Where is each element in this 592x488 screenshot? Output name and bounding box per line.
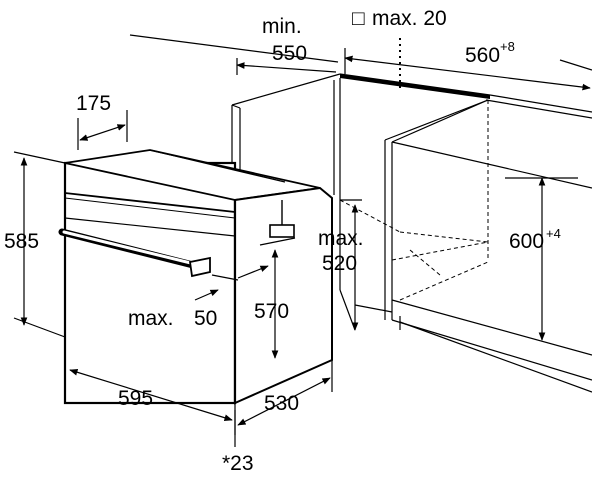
label-600-sup: +4	[546, 226, 561, 241]
dimension-labels: min. 550 □ max. 20 560 +8 175 585 600 +4…	[4, 7, 561, 475]
label-max-520-line1: max.	[318, 227, 364, 250]
label-550: 550	[272, 42, 307, 65]
label-min: min.	[262, 15, 302, 38]
label-560: 560	[465, 44, 500, 67]
label-max-50-prefix: max.	[128, 307, 174, 330]
label-595: 595	[118, 387, 153, 410]
label-max-50-value: 50	[194, 307, 217, 330]
dimension-lines	[13, 34, 592, 447]
label-560-sup: +8	[500, 39, 515, 54]
hidden-edges	[339, 100, 489, 301]
label-175: 175	[76, 92, 111, 115]
label-footnote-23: *23	[222, 452, 254, 475]
label-max-20: max. 20	[372, 7, 447, 30]
label-max-520-line2: 520	[322, 252, 357, 275]
label-530: 530	[264, 392, 299, 415]
oven-body	[58, 149, 333, 405]
label-570: 570	[254, 300, 289, 323]
label-600: 600	[509, 230, 544, 253]
box-symbol: □	[352, 7, 365, 30]
label-585: 585	[4, 230, 39, 253]
